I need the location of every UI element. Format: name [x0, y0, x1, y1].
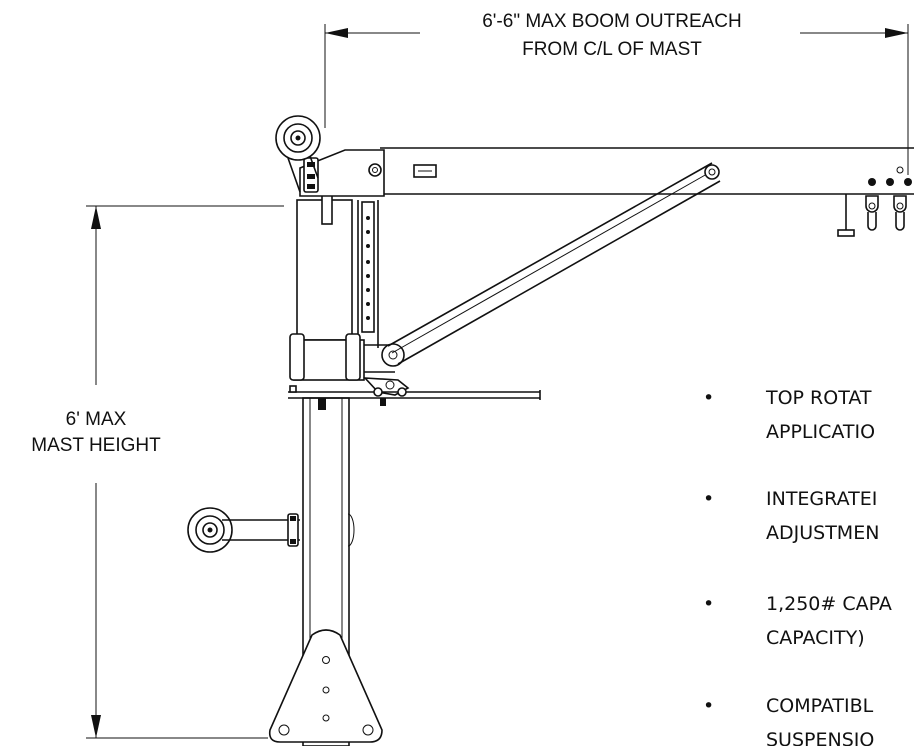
lower-sheave: [187, 507, 355, 553]
boom-outreach-dimension: 6'-6" MAX BOOM OUTREACH FROM C/L OF MAST: [324, 11, 909, 175]
boom: [299, 147, 914, 237]
mast-height-dimension: 6' MAX MAST HEIGHT: [31, 205, 284, 739]
top-sheave: [275, 115, 321, 193]
diagonal-brace: [387, 162, 721, 365]
feature-line2: CAPACITY): [766, 627, 865, 649]
arrowhead-up-icon: [91, 206, 101, 229]
feature-line2: ADJUSTMEN: [766, 522, 879, 544]
base-plate: [268, 629, 383, 743]
bullet-icon: •: [703, 695, 714, 717]
arrowhead-left-icon: [325, 28, 348, 38]
feature-item: • 1,250# CAPA CAPACITY): [703, 593, 892, 649]
bullet-icon: •: [703, 593, 714, 615]
feature-list: • TOP ROTAT APPLICATIO • INTEGRATEI ADJU…: [703, 387, 892, 746]
arrowhead-right-icon: [885, 28, 908, 38]
feature-item: • INTEGRATEI ADJUSTMEN: [703, 488, 879, 544]
feature-line1: COMPATIBL: [766, 695, 874, 717]
feature-line1: 1,250# CAPA: [766, 593, 892, 615]
adjustment-strip: [361, 201, 375, 333]
feature-line2: APPLICATIO: [766, 421, 875, 443]
arrowhead-down-icon: [91, 715, 101, 738]
triangular-base-plate: [268, 629, 383, 743]
feature-item: • TOP ROTAT APPLICATIO: [703, 387, 875, 443]
boom-outreach-label-line2: FROM C/L OF MAST: [522, 39, 702, 60]
feature-line1: INTEGRATEI: [766, 488, 877, 510]
feature-line1: TOP ROTAT: [765, 387, 872, 409]
bullet-icon: •: [703, 488, 714, 510]
feature-line2: SUSPENSIO: [766, 729, 874, 746]
feature-item: • COMPATIBL SUSPENSIO: [703, 695, 874, 746]
bullet-icon: •: [703, 387, 714, 409]
mast-height-label-line2: MAST HEIGHT: [31, 435, 161, 456]
mast-collar-bracket: [288, 333, 541, 410]
boom-outreach-label-line1: 6'-6" MAX BOOM OUTREACH: [482, 11, 742, 32]
mast-height-label-line1: 6' MAX: [66, 409, 127, 430]
